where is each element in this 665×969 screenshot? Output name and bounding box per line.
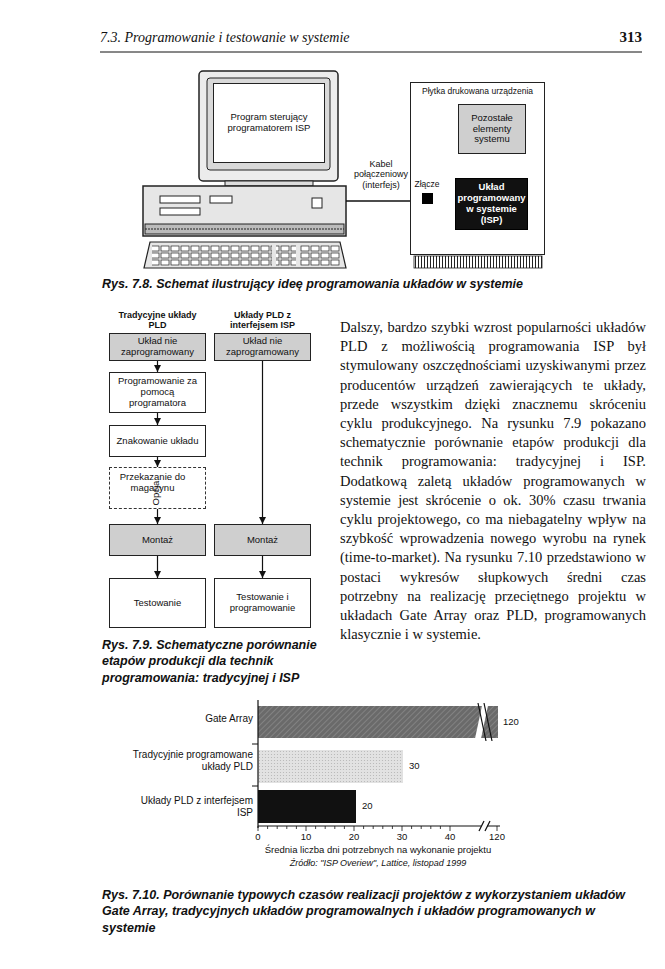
start-box-outline: Układ nie zaprogramowany [109,333,206,361]
column-heading: Tradycyjne układy PLD [109,310,206,331]
box-text: Układ nie zaprogramowany [219,336,306,358]
process-box: Montaż [109,524,206,556]
box-text: Płytka drukowana urządzenia [414,87,541,97]
category-label: Gate Array [130,713,253,725]
circuit-board: Płytka drukowana urządzeniaPozostałe ele… [410,82,545,255]
box-text: Układ programowany w systemie (ISP) [457,182,525,226]
page-number: 313 [560,29,642,46]
body-paragraph: Dalszy, bardzo szybki wzrost popularnośc… [340,318,646,644]
box-text: Montaż [247,535,278,546]
start-box: Tradycyjne układy PLD Układ nie zaprogram… [109,310,206,361]
process-box: Programowanie za pomocą programatora [109,372,206,413]
connector-label: Złącze [411,180,443,190]
axis-title: Średnia liczba dni potrzebnych na wykona… [178,844,578,855]
interface-cable [346,200,418,202]
header-rule [100,52,642,53]
running-header: 7.3. Programowanie i testowanie w system… [100,30,520,46]
flow-connector [157,361,158,372]
process-box: Testowanie i programowanie [214,578,311,628]
box-text: Montaż [142,535,173,546]
process-box: Znakowanie układu [109,425,206,457]
flow-connector [157,413,158,425]
tick-label: 0 [243,831,273,842]
source-note: Źródło: "ISP Overiew", Lattice, listopad… [178,858,578,868]
tick-label: 120 [482,831,512,842]
monitor-screen: Program sterujący programatorem ISP [213,83,325,163]
process-box: Montaż [214,524,311,556]
box-text: Układ nie zaprogramowany [114,336,201,358]
bar-value: 120 [503,716,533,727]
start-box-outline: Układ nie zaprogramowany [214,333,311,361]
bar-value: 20 [362,800,392,811]
side-label: Opcja [151,481,162,506]
category-label: Tradycyjnie programowane układy PLD [130,749,253,773]
flow-connector [157,556,158,578]
cable-label: Kabel połączeniowy (interfejs) [350,159,412,190]
system-box: Pozostałe elementy systemu [458,104,526,154]
start-box: Układy PLD z interfejsem ISP Układ nie za… [214,310,311,361]
bar-value: 30 [409,760,439,771]
flow-connector [262,361,263,524]
box-text: Znakowanie układu [117,436,199,447]
figure-caption: Rys. 7.8. Schemat ilustrujący ideę progr… [102,276,642,292]
isp-chip: Układ programowany w systemie (ISP) [455,178,528,230]
box-text: Testowanie [134,598,182,609]
column-heading: Układy PLD z interfejsem ISP [214,310,311,331]
box-text: Programowanie za pomocą programatora [114,376,201,409]
flow-connector [157,457,158,467]
tick-label: 30 [387,831,417,842]
edge-connector-teeth [414,256,542,268]
bar-chart [252,700,500,831]
flow-connector [262,556,263,578]
tick-label: 20 [339,831,369,842]
tick-label: 40 [435,831,465,842]
flow-connector [157,509,158,524]
figure-caption: Rys. 7.10. Porównanie typowych czasów re… [102,887,647,936]
category-label: Układy PLD z interfejsem ISP [130,795,253,819]
connector: Złącze [411,180,443,204]
optional-box: Przekazanie do magazynuOpcja [109,467,206,509]
box-text: Program sterujący programatorem ISP [224,112,314,134]
process-box: Testowanie [109,578,206,628]
axis-break [474,700,492,831]
connector-block [422,193,433,204]
box-text: Testowanie i programowanie [219,592,306,614]
bar-isp [258,790,356,823]
bar-gate-array [258,706,498,738]
box-text: Pozostałe elementy systemu [463,113,521,146]
computer-illustration [143,71,346,268]
bar-traditional [258,750,403,783]
tick-label: 10 [291,831,321,842]
figure-caption: Rys. 7.9. Schematyczne porównanie etapów… [102,637,328,686]
